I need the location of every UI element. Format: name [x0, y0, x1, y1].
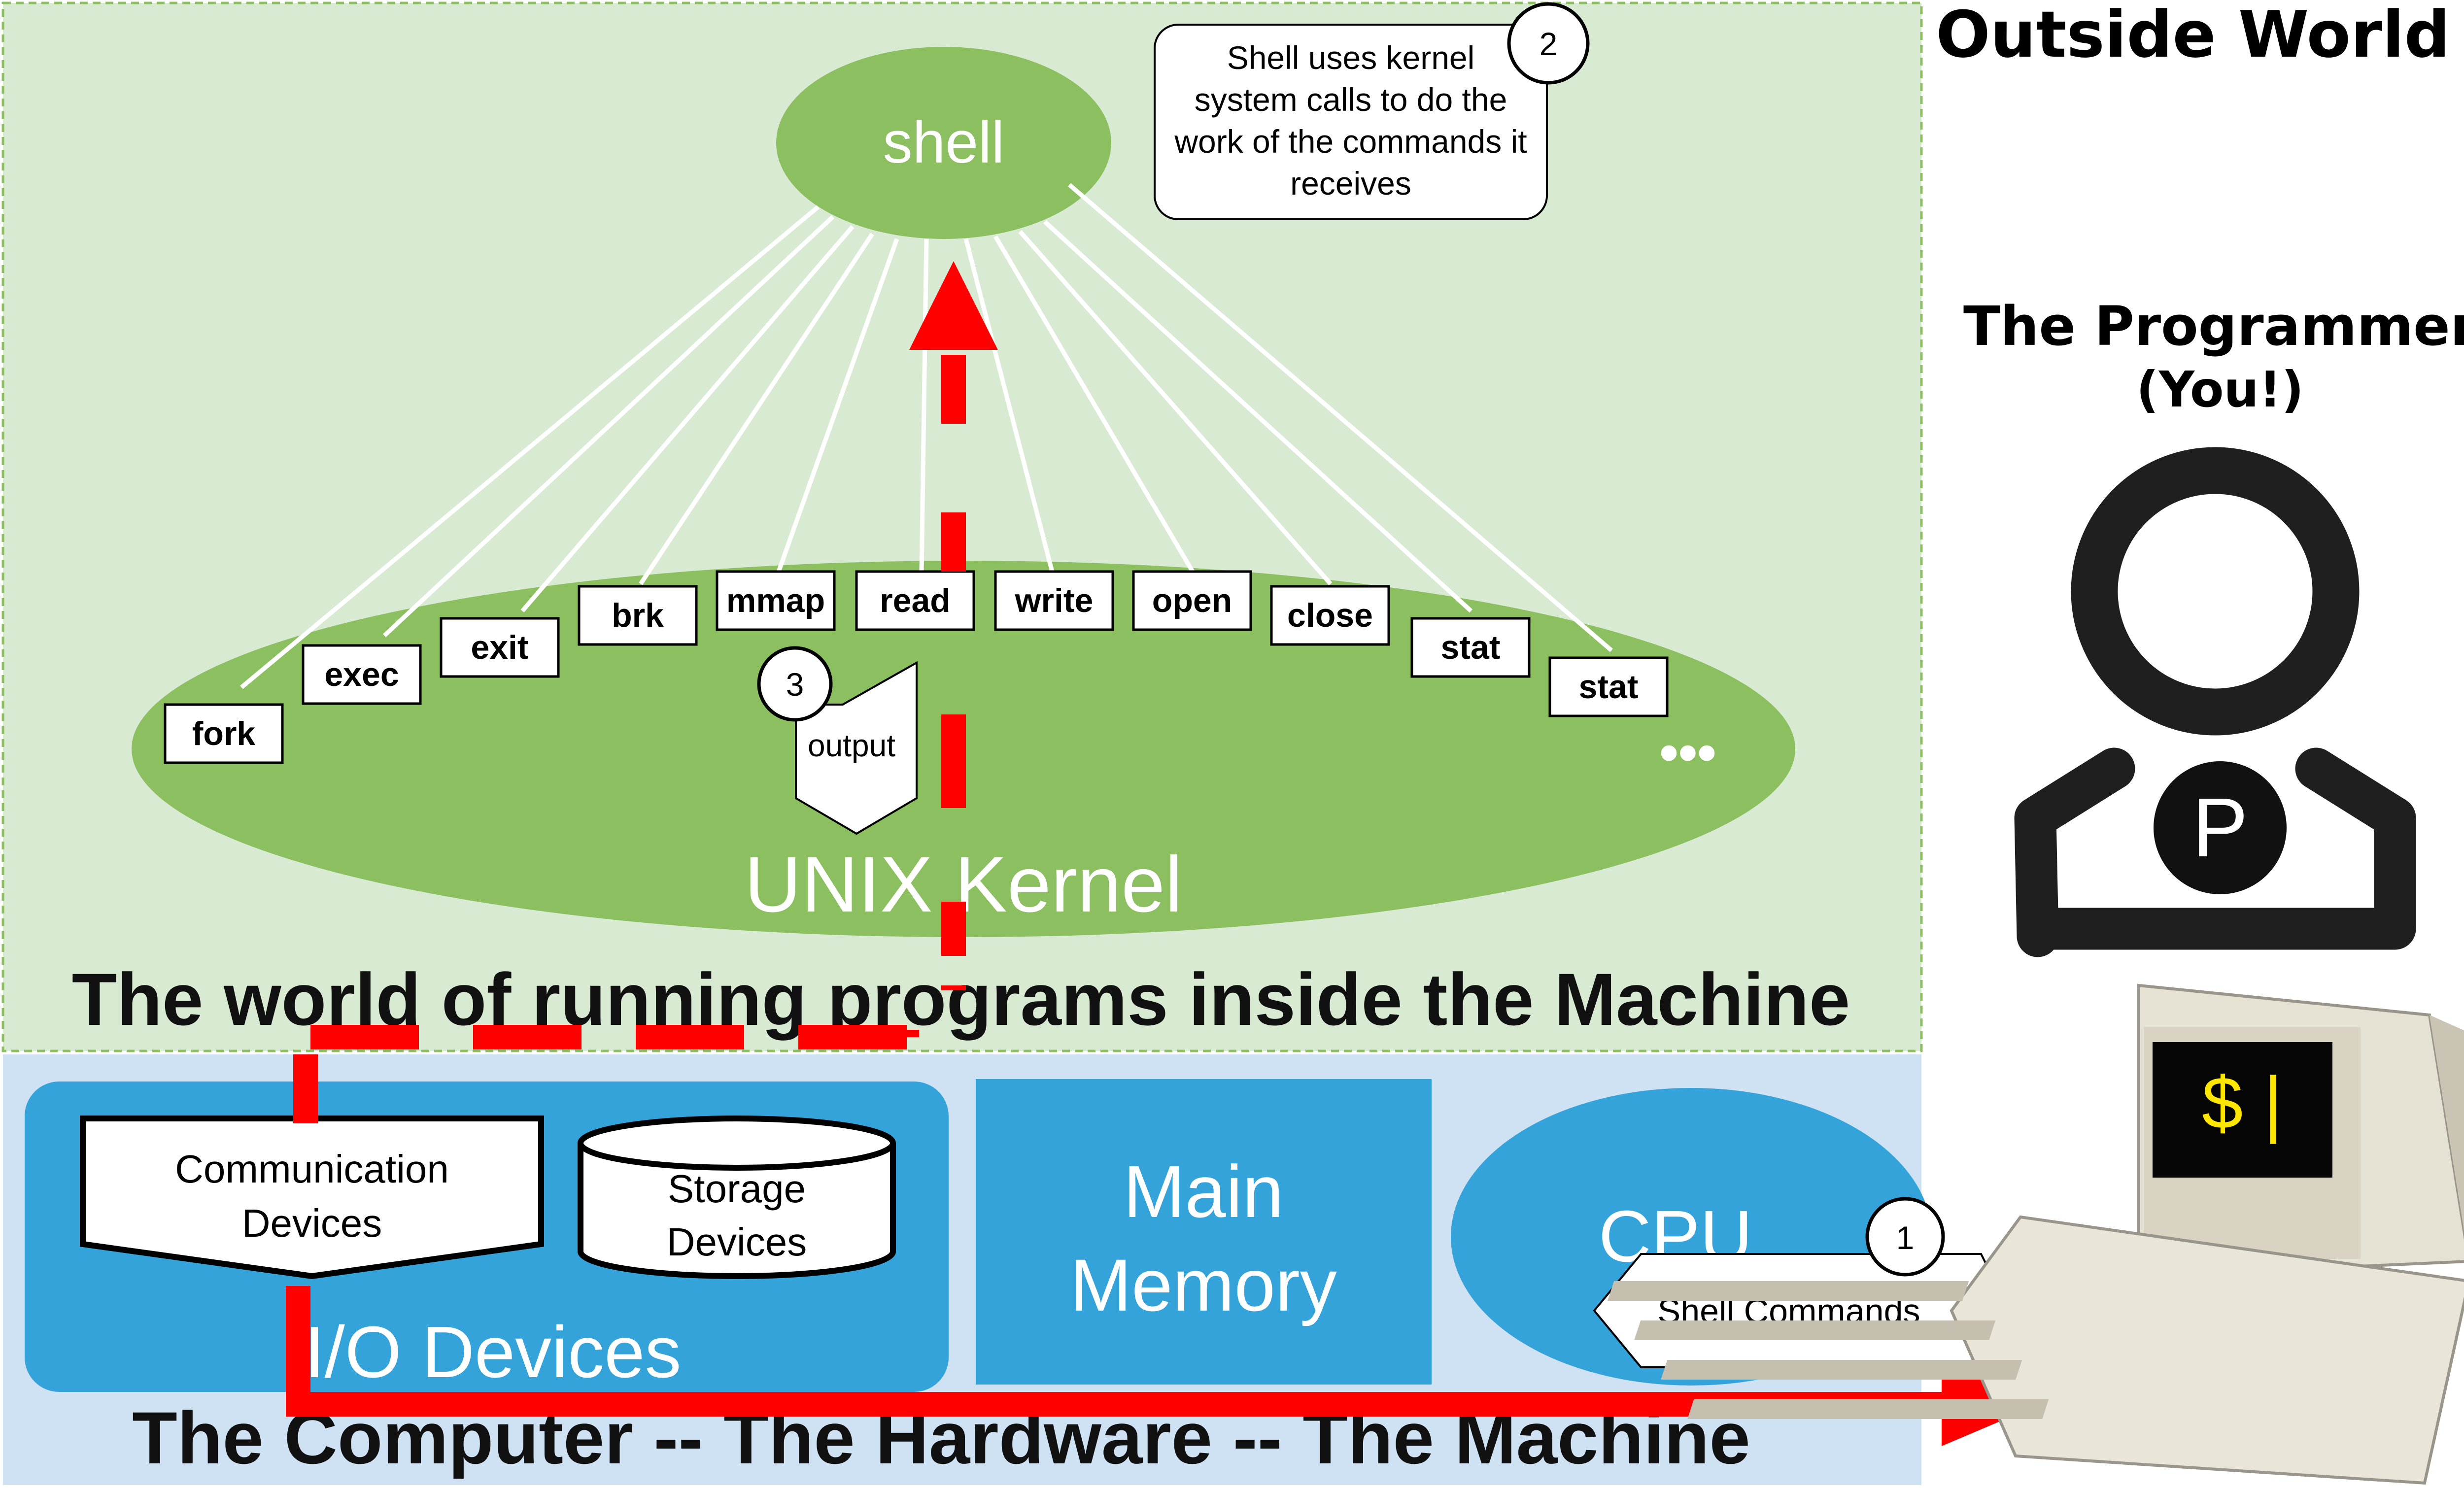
svg-text:stat: stat	[1441, 629, 1501, 666]
svg-text:open: open	[1152, 582, 1232, 619]
programmer-you-label: (You!)	[2136, 361, 2304, 418]
main-memory-label-1: Main	[1123, 1150, 1283, 1233]
syscall-box-close: close	[1270, 585, 1390, 646]
syscall-arrows	[240, 183, 1613, 689]
programmer-label: The Programmer	[1963, 295, 2464, 358]
io-devices-label: I/O Devices	[305, 1312, 682, 1393]
svg-text:close: close	[1287, 597, 1373, 634]
main-memory-box	[976, 1079, 1432, 1385]
syscall-box-brk: brk	[578, 585, 698, 646]
svg-text:write: write	[1015, 582, 1094, 619]
svg-text:1: 1	[1896, 1219, 1915, 1256]
syscall-box-mmap: mmap	[716, 570, 836, 631]
svg-text:fork: fork	[192, 715, 256, 752]
step-3-badge: 3	[757, 646, 833, 722]
terminal-prompt: $ |	[2202, 1061, 2283, 1144]
person-icon: P	[2014, 447, 2416, 957]
svg-text:Devices: Devices	[242, 1201, 382, 1245]
svg-text:2: 2	[1540, 26, 1558, 62]
shell-ellipse	[776, 47, 1111, 239]
svg-text:stat: stat	[1579, 668, 1639, 706]
svg-text:3: 3	[786, 666, 804, 703]
syscall-box-stat-2: stat	[1548, 656, 1669, 717]
svg-text:mmap: mmap	[726, 582, 825, 619]
step-1-badge: 1	[1865, 1197, 1945, 1277]
syscall-box-fork: fork	[164, 703, 284, 764]
more-syscalls-ellipsis: •••	[1659, 722, 1716, 783]
communication-devices: Communication Devices	[80, 1116, 544, 1280]
svg-text:exit: exit	[471, 629, 528, 666]
desktop-computer-icon: $ |	[1608, 983, 2464, 1485]
syscall-box-stat: stat	[1410, 617, 1531, 678]
syscall-box-exit: exit	[440, 617, 560, 678]
syscall-box-write: write	[994, 570, 1114, 631]
svg-text:output: output	[808, 728, 895, 763]
shell-label: shell	[883, 109, 1005, 175]
svg-text:receives: receives	[1290, 165, 1411, 202]
callout-2: Shell uses kernel system calls to do the…	[1154, 24, 1548, 220]
svg-text:Devices: Devices	[667, 1220, 807, 1264]
terminal-screen	[2153, 1042, 2332, 1178]
syscall-box-exec: exec	[302, 644, 422, 705]
output-shape: output	[795, 661, 918, 835]
storage-devices: Storage Devices	[578, 1116, 896, 1279]
svg-text:Storage: Storage	[668, 1167, 806, 1211]
syscall-box-read: read	[855, 570, 975, 631]
avatar-letter: P	[2192, 781, 2248, 875]
svg-text:Shell uses kernel: Shell uses kernel	[1227, 39, 1475, 76]
svg-text:brk: brk	[612, 597, 664, 634]
command-path	[286, 355, 2247, 1417]
outside-world-label: Outside World	[1936, 0, 2450, 72]
step-2-badge: 2	[1507, 2, 1590, 85]
red-arrowhead-up	[909, 261, 998, 350]
svg-text:system calls to do the: system calls to do the	[1195, 81, 1507, 118]
svg-text:work of the commands it: work of the commands it	[1174, 123, 1527, 160]
svg-text:read: read	[880, 582, 951, 619]
svg-text:Communication: Communication	[175, 1147, 449, 1191]
main-memory-label-2: Memory	[1070, 1244, 1337, 1326]
syscall-box-open: open	[1132, 570, 1252, 631]
svg-text:exec: exec	[324, 656, 399, 693]
